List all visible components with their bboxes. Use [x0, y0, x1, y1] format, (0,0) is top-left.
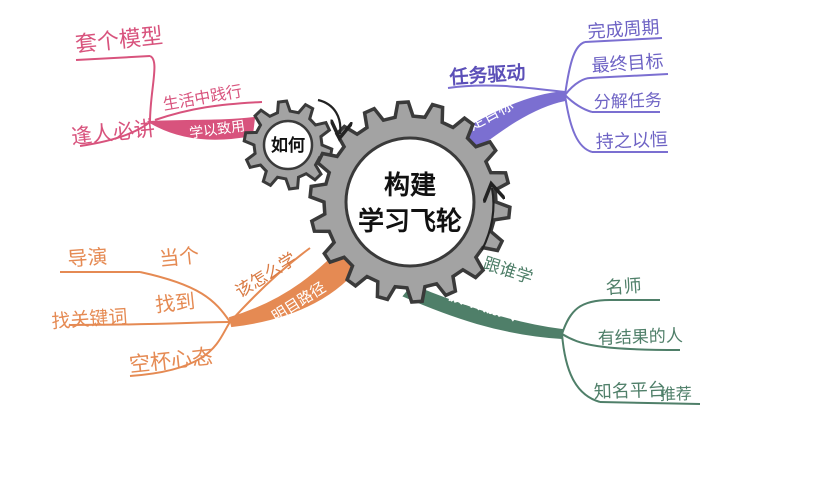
center-title-line2: 学习飞轮 [358, 206, 462, 237]
purple-branch-sublabel: 任务驱动 [448, 61, 526, 89]
small-gear: 如何 [242, 99, 334, 191]
pink-leaf-2: 逢人必讲 [70, 116, 156, 149]
purple-leaf-1: 完成周期 [587, 17, 660, 43]
small-gear-label: 如何 [271, 135, 305, 156]
orange-leaf-4: 找到 [154, 289, 196, 317]
pink-branch-ribbon [146, 116, 256, 140]
green-leaf-4: 推荐 [659, 384, 692, 404]
purple-leaf-4: 持之以恒 [595, 129, 668, 152]
purple-leaf-3: 分解任务 [593, 91, 662, 113]
central-gear: 构建 学习飞轮 [308, 100, 512, 304]
green-leaf-2: 有结果的人 [597, 326, 683, 349]
center-title-line1: 构建 [384, 171, 436, 201]
orange-leaf-2: 当个 [158, 243, 200, 271]
orange-leaf-5: 空杯心态 [128, 344, 214, 377]
pink-leaf-1: 套个模型 [74, 24, 164, 58]
green-leaf-1: 名师 [605, 276, 642, 299]
green-branch-sublabel: 跟谁学 [480, 254, 535, 289]
rotation-arrow-right [481, 188, 494, 251]
orange-leaf-3: 找关键词 [51, 306, 128, 333]
branch-pink: 学以致用 生活中践行 套个模型 逢人必讲 [70, 24, 263, 149]
orange-leaf-1: 导演 [67, 244, 109, 271]
pink-branch-sublabel: 生活中践行 [161, 81, 243, 114]
branch-orange: 明目路径 该怎么学 导演 当个 找关键词 找到 空杯心态 [51, 238, 364, 377]
rotation-arrow-top [317, 98, 340, 134]
green-leaf-3: 知名平台 [593, 379, 666, 402]
purple-leaf-2: 最终目标 [591, 51, 664, 77]
pink-branch-label: 学以致用 [188, 118, 246, 142]
